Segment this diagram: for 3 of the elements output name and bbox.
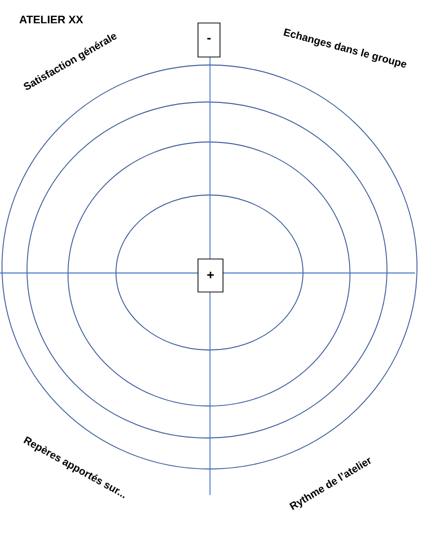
title: ATELIER XX [19,16,84,24]
sign-box: - [198,22,220,58]
sign-box: + [198,258,224,292]
